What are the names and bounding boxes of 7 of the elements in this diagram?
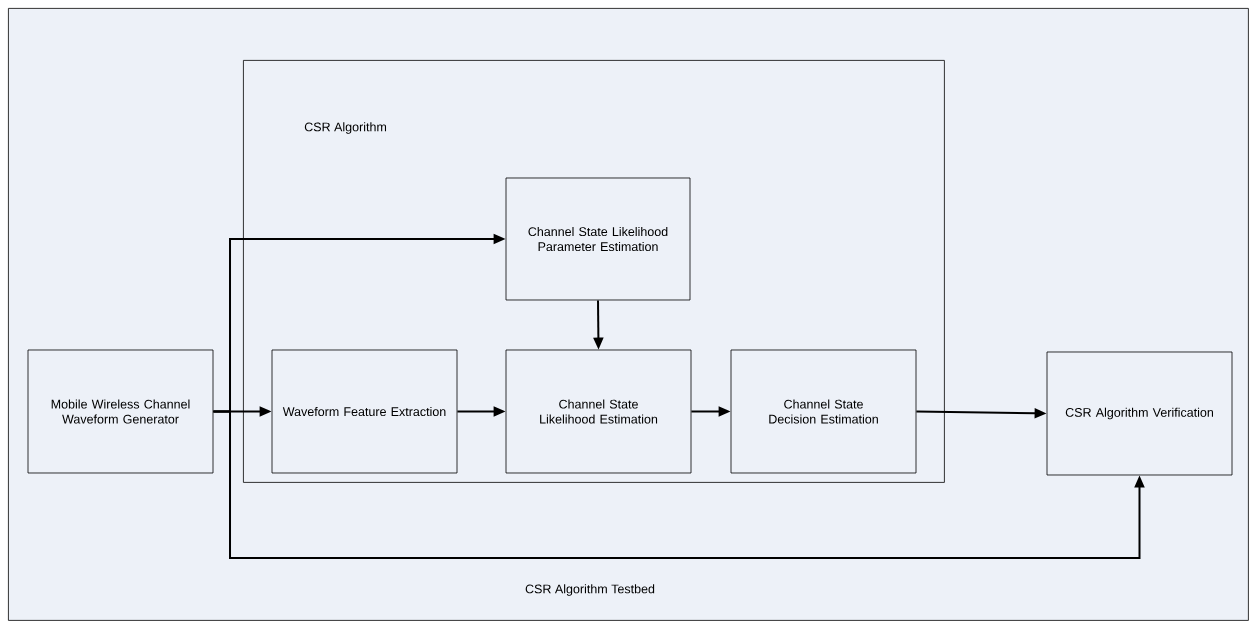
process-box: Channel State Decision Estimation	[730, 349, 917, 474]
arrow	[212, 410, 1145, 559]
process-box: Mobile Wireless Channel Waveform Generator	[27, 349, 214, 474]
process-box: Channel State Likelihood Parameter Estimation	[505, 177, 691, 301]
process-box: Waveform Feature Extraction	[271, 349, 458, 474]
process-box: CSR Algorithm Verification	[1046, 351, 1233, 476]
process-box: Channel State Likelihood Estimation	[505, 349, 692, 474]
